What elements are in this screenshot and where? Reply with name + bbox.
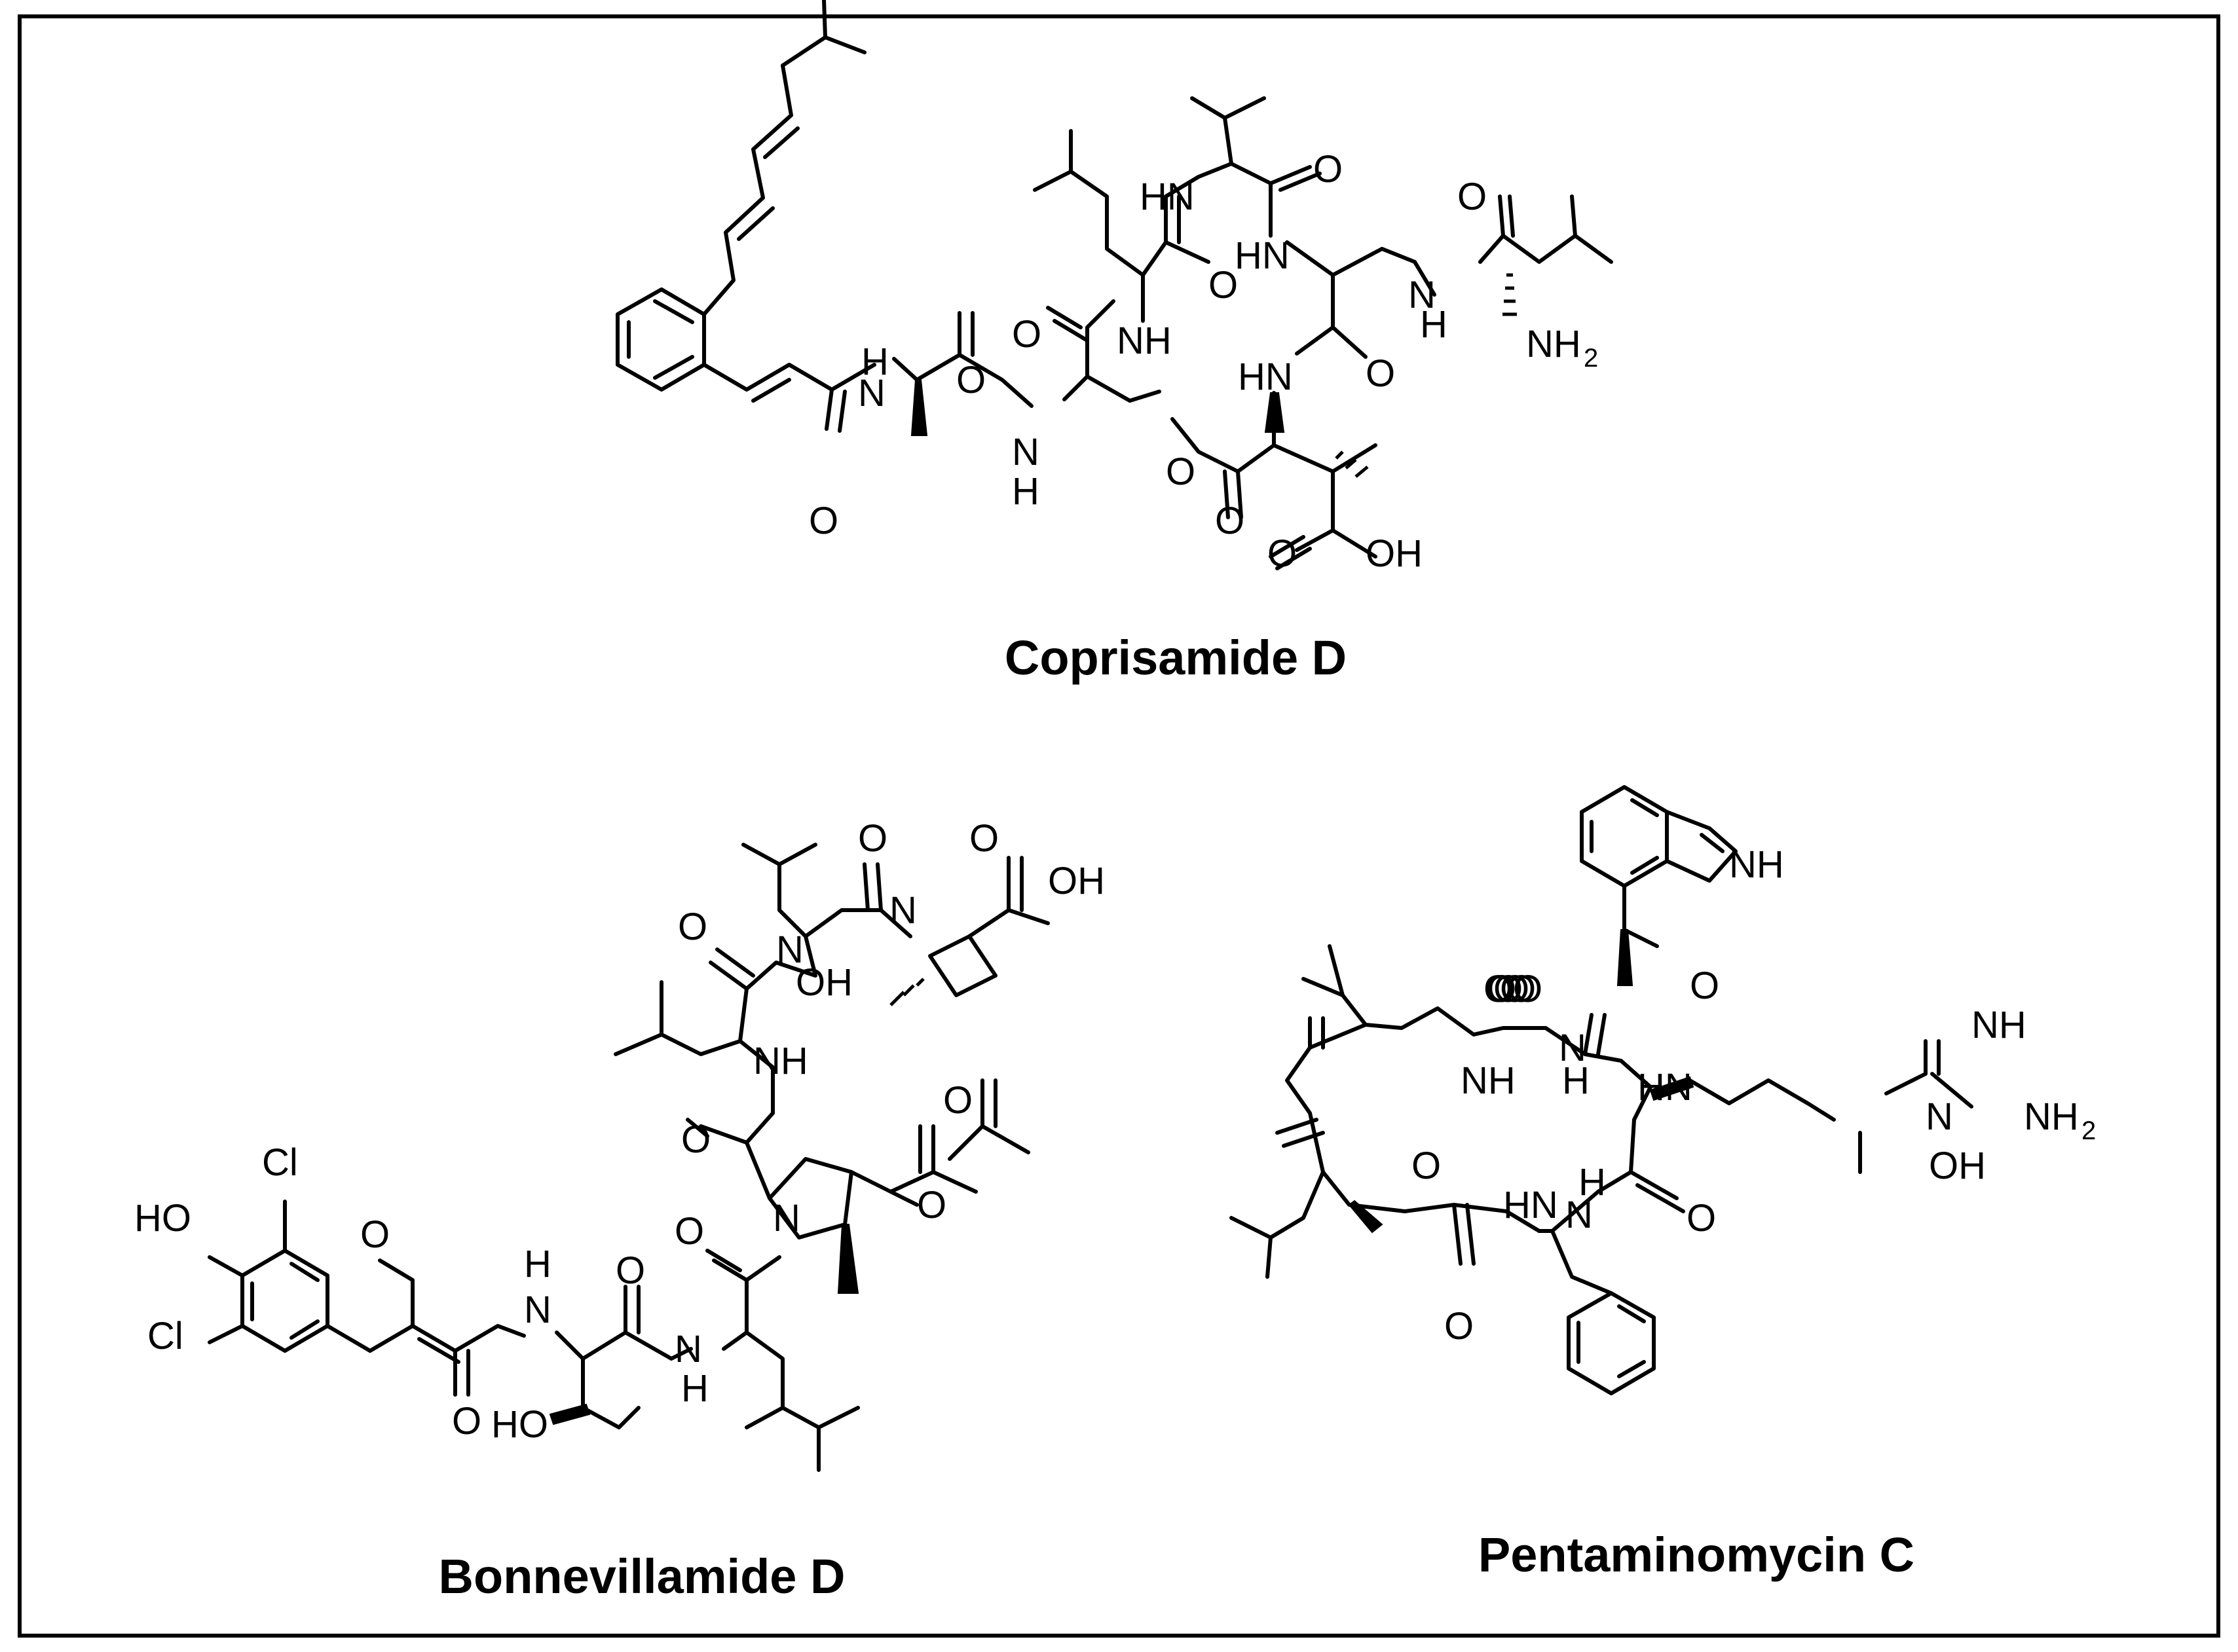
atom-label: N <box>675 1328 702 1370</box>
atom-label: O <box>675 1210 704 1253</box>
atom-label: O <box>1500 968 1529 1010</box>
indole-benzene-ring <box>1580 785 1669 888</box>
phenyl-ring <box>1567 1291 1656 1395</box>
atom-label: NH <box>1461 1059 1516 1102</box>
atom-label: HN <box>1140 175 1195 218</box>
atom-label: O <box>858 817 887 860</box>
atom-label: NH <box>2024 1095 2079 1138</box>
atom-label: O <box>1506 968 1536 1010</box>
atom-label: OH <box>1929 1145 1986 1187</box>
atom-label: O <box>1690 964 1719 1007</box>
atom-label: O <box>1457 175 1487 218</box>
subscript-2: 2 <box>2081 1116 2096 1145</box>
atom-label: OH <box>1366 532 1423 575</box>
caption-coprisamide-d: Coprisamide D <box>1005 631 1347 685</box>
atom-label: O <box>917 1184 946 1226</box>
atom-label: O <box>1208 264 1238 306</box>
atom-label: NH <box>753 1040 808 1082</box>
atom-label: O <box>1487 968 1516 1010</box>
atom-label: Cl <box>147 1315 183 1357</box>
atom-label: HN <box>1235 234 1290 277</box>
atom-label: N <box>858 372 886 414</box>
atom-label: N <box>773 1197 800 1239</box>
atom-label: OH <box>796 961 853 1004</box>
structure-coprisamide-d: HN O O HN O N H NH O HN O NH 2 N H O O N… <box>616 0 1613 685</box>
structure-pentaminomycin-c: NH O O N H HN O O O O O NH O HN N H O O … <box>1229 785 2096 1582</box>
atom-label: O <box>1313 148 1343 191</box>
atom-label: O <box>452 1400 481 1442</box>
atom-label: O <box>1483 968 1513 1010</box>
atom-label: O <box>1166 450 1195 493</box>
atom-label: O <box>360 1213 390 1256</box>
atom-label: HO <box>134 1197 191 1239</box>
atom-label: O <box>1493 968 1523 1010</box>
pyrrolidine-ring <box>768 1157 853 1239</box>
atom-label: O <box>681 1118 711 1161</box>
atom-label: O <box>1411 1145 1441 1187</box>
caption-bonnevillamide-d: Bonnevillamide D <box>439 1549 846 1604</box>
atom-label: NH <box>1117 320 1172 362</box>
atom-label: O <box>809 500 838 542</box>
atom-label: O <box>1513 968 1542 1010</box>
atom-label: N <box>1559 1027 1586 1069</box>
atom-label: HN <box>1637 1066 1692 1109</box>
dichlorophenol-ring <box>240 1249 329 1353</box>
atom-label: N <box>776 928 804 971</box>
atom-label: N <box>1926 1095 1953 1138</box>
atom-label: O <box>616 1249 645 1292</box>
atom-label: HO <box>491 1403 548 1446</box>
atom-label: O <box>1687 1197 1716 1239</box>
atom-label: H <box>1562 1059 1590 1102</box>
atom-label: O <box>678 906 707 948</box>
subscript-2: 2 <box>1584 344 1598 373</box>
figure-frame <box>18 14 2220 1638</box>
atom-label: H <box>1420 303 1447 346</box>
atom-label: N <box>1565 1194 1593 1236</box>
atom-label: N <box>1408 274 1436 316</box>
atom-label: N <box>524 1289 551 1331</box>
atom-label: NH <box>1729 843 1784 886</box>
atom-label: O <box>1366 352 1395 395</box>
caption-pentaminomycin-c: Pentaminomycin C <box>1478 1528 1914 1582</box>
atom-label: H <box>1012 470 1039 513</box>
atom-label: H <box>524 1243 551 1285</box>
atom-label: O <box>1267 532 1297 575</box>
atom-label: O <box>969 817 999 860</box>
atom-label: N <box>1012 431 1039 473</box>
atom-label: H <box>1578 1161 1606 1203</box>
azetidine-ring <box>928 934 998 997</box>
atom-label: O <box>1012 313 1041 356</box>
atom-label: NH <box>1526 323 1581 365</box>
atom-label: O <box>943 1079 973 1122</box>
atom-label: O <box>1444 1305 1474 1348</box>
atom-label: H <box>681 1367 709 1410</box>
atom-label: HN <box>1238 356 1293 398</box>
structure-bonnevillamide-d: Cl HO Cl O O N H O HO N H O N O O O NH O… <box>134 817 1105 1604</box>
atom-label: HN <box>1503 1184 1558 1226</box>
atom-label: O <box>1215 500 1244 542</box>
atom-label: NH <box>1971 1004 2026 1046</box>
atom-label: O <box>956 359 986 401</box>
atom-label: H <box>861 340 889 383</box>
atom-label: Cl <box>262 1141 298 1184</box>
atom-label: N <box>889 889 917 932</box>
atom-label: OH <box>1048 860 1105 902</box>
